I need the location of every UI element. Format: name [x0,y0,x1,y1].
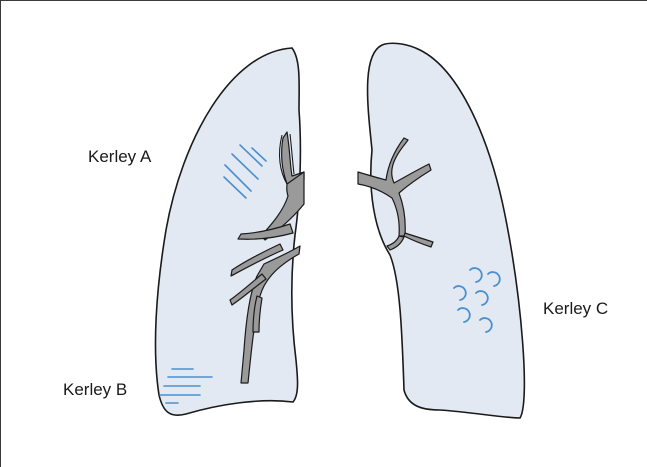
kerley-b-label: Kerley B [63,381,127,398]
kerley-a-label: Kerley A [88,148,151,165]
left-lung [368,43,525,418]
kerley-c-label: Kerley C [543,300,608,317]
